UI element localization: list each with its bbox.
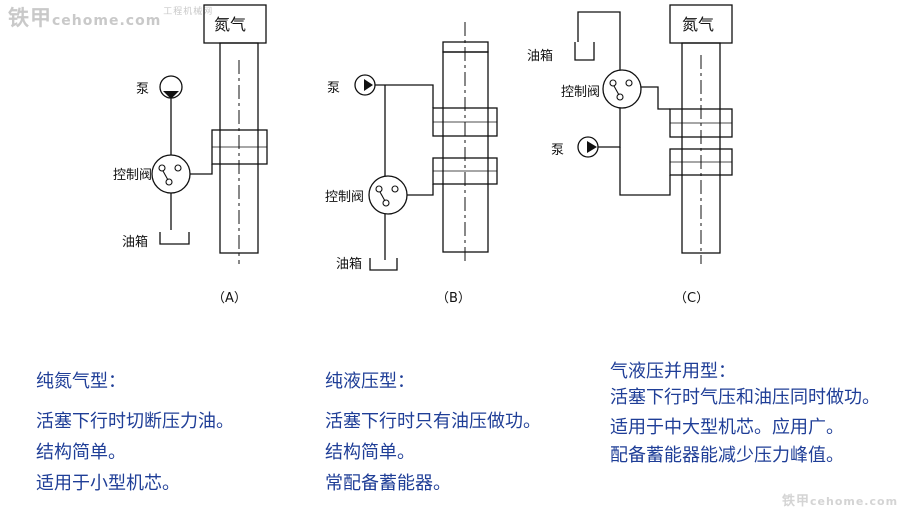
desc-line-b-2: 结构简单。	[325, 442, 415, 463]
caption-b: （B）	[436, 291, 471, 306]
pipe-valve-cylinder-b	[407, 184, 434, 196]
tank-label-c: 油箱	[527, 48, 553, 64]
watermark-bottom-brand: 铁甲	[782, 494, 811, 509]
control-valve-a	[151, 154, 191, 194]
nitrogen-label-a: 氮气	[214, 15, 246, 34]
description-pure-hydraulic: 纯液压型： 活塞下行时只有油压做功。 结构简单。 常配备蓄能器。	[325, 370, 595, 503]
desc-title-a: 纯氮气型：	[36, 371, 126, 392]
oil-tank-a	[159, 232, 190, 245]
pipe-valve-cylinder-c	[640, 86, 670, 110]
pump-symbol-c	[577, 136, 599, 158]
desc-line-a-1: 活塞下行时切断压力油。	[36, 411, 234, 432]
watermark-bottom: 铁甲cehome.com	[782, 492, 898, 508]
pipe-pump-valve-c	[598, 107, 621, 148]
pipe-pump-cylinder-c	[619, 147, 671, 196]
desc-line-c-3: 配备蓄能器能减少压力峰值。	[610, 445, 844, 466]
tank-label-b: 油箱	[336, 256, 362, 272]
watermark-top: 铁甲cehome.com工程机械网	[8, 8, 213, 29]
desc-title-c: 气液压并用型：	[610, 361, 736, 382]
diagram-a	[159, 4, 268, 264]
valve-label-c: 控制阀	[561, 85, 600, 100]
diagram-c	[574, 4, 733, 264]
pump-symbol-b	[354, 74, 376, 96]
valve-label-b: 控制阀	[325, 190, 364, 205]
pipe-pump-cylinder-b	[375, 84, 434, 108]
pipe-valve-cylinder-a	[190, 164, 213, 175]
control-valve-b	[368, 175, 408, 215]
pump-label-b: 泵	[327, 81, 340, 96]
desc-line-c-2: 适用于中大型机芯。应用广。	[610, 417, 844, 438]
caption-a: （A）	[212, 291, 247, 306]
desc-line-a-3: 适用于小型机芯。	[36, 473, 180, 494]
description-combined: 气液压并用型： 活塞下行时气压和油压同时做功。 适用于中大型机芯。应用广。 配备…	[610, 360, 895, 472]
watermark-domain: cehome.com	[52, 13, 162, 29]
desc-line-b-1: 活塞下行时只有油压做功。	[325, 411, 541, 432]
watermark-brand: 铁甲	[8, 6, 52, 30]
diagram-b	[354, 22, 498, 271]
pump-symbol-a	[159, 75, 183, 99]
description-pure-nitrogen: 纯氮气型： 活塞下行时切断压力油。 结构简单。 适用于小型机芯。	[36, 370, 306, 503]
watermark-site: 工程机械网	[163, 7, 214, 17]
pump-label-a: 泵	[136, 82, 149, 97]
oil-tank-b	[369, 258, 398, 271]
desc-title-b: 纯液压型：	[325, 371, 415, 392]
valve-label-a: 控制阀	[113, 168, 152, 183]
pipe-tank-valve-c	[577, 11, 621, 70]
tank-label-a: 油箱	[122, 234, 148, 250]
caption-c: （C）	[674, 291, 709, 306]
pump-label-c: 泵	[551, 143, 564, 158]
watermark-bottom-domain: cehome.com	[810, 495, 899, 508]
desc-line-b-3: 常配备蓄能器。	[325, 473, 451, 494]
desc-line-c-1: 活塞下行时气压和油压同时做功。	[610, 387, 880, 408]
cylinder-rod-c	[681, 42, 721, 254]
nitrogen-label-c: 氮气	[682, 15, 714, 34]
oil-tank-c	[574, 42, 595, 61]
control-valve-c	[602, 69, 642, 109]
desc-line-a-2: 结构简单。	[36, 442, 126, 463]
